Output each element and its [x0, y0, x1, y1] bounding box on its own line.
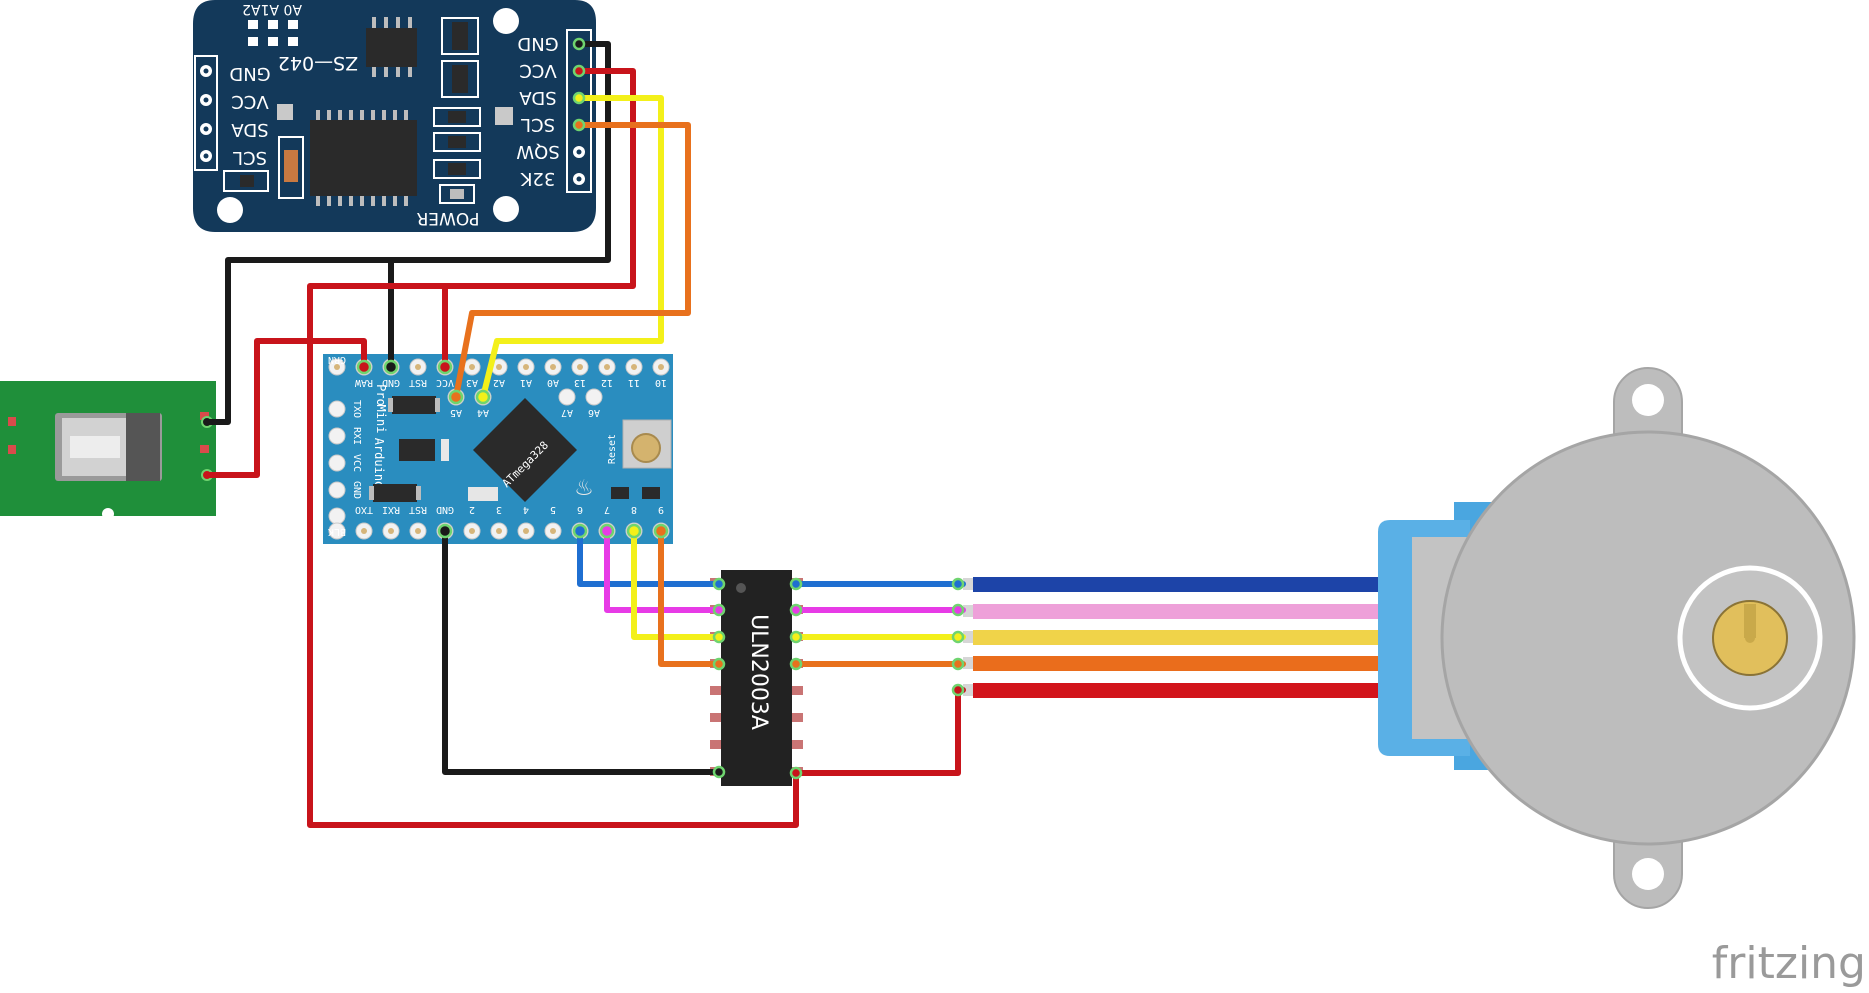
rtc-power-label: POWER	[416, 208, 479, 228]
pin-label-9: 9	[658, 504, 664, 515]
pin-label-gnd-top: GND	[382, 377, 400, 388]
wire-endpoints	[356, 37, 965, 780]
pin-label-rst-top: RST	[409, 377, 427, 388]
sparkfun-flame-icon: ♨	[574, 476, 594, 501]
pin-label-a5: A5	[450, 407, 462, 418]
rtc-left-pin-labels: GND VCC SDA SCL	[229, 63, 270, 168]
pin-label-a4: A4	[477, 407, 489, 418]
rtc-pin-32k: 32K	[519, 168, 555, 189]
rtc-address-label: A0 A1A2	[242, 1, 302, 17]
reset-label: Reset	[607, 434, 618, 464]
pin-label-rxi-left: RXI	[351, 427, 362, 445]
fritzing-watermark: fritzing	[1712, 938, 1866, 989]
usb-connector-icon	[55, 413, 162, 481]
pin-label-10: 10	[655, 377, 667, 388]
rtc-left-pin-vcc: VCC	[231, 91, 268, 112]
pin-label-12: 12	[601, 377, 613, 388]
rtc-module: A0 A1A2 ZS—042 POWER	[193, 0, 596, 232]
pin-label-11: 11	[628, 377, 640, 388]
pin-label-txo-left: TXO	[351, 400, 362, 418]
rtc-right-pin-labels: GND VCC SDA SCL SQW 32K	[516, 33, 560, 189]
rtc-left-pin-gnd: GND	[229, 63, 270, 84]
pin-label-rxi: RXI	[382, 504, 400, 515]
rtc-left-pin-scl: SCL	[233, 147, 267, 168]
pin-label-2: 2	[469, 504, 475, 515]
usb-power-board	[0, 381, 216, 520]
uln2003a-driver: ULN2003A	[710, 570, 803, 786]
pin-label-6: 6	[577, 504, 583, 515]
board-title-mini: Mini	[374, 405, 388, 434]
stepper-motor	[963, 367, 1856, 909]
pin-label-13: 13	[574, 377, 586, 388]
pin-label-rst: RST	[409, 504, 427, 515]
pin-label-gnd: GND	[436, 504, 454, 515]
rtc-model-label: ZS—042	[278, 52, 358, 74]
pro-mini-bottom-pins	[328, 522, 670, 540]
board-title-arduino: Arduino	[372, 438, 386, 489]
rtc-pin-gnd: GND	[517, 33, 558, 54]
board-title-pro: Pro	[374, 384, 388, 406]
pin-label-a1: A1	[520, 377, 532, 388]
pro-mini-top-labels: GRN RAW GND RST VCC A3 A2 A1 A0 13 12 11…	[328, 354, 667, 388]
rtc-pin-sda: SDA	[519, 87, 557, 108]
pin-label-4: 4	[523, 504, 529, 515]
rtc-pin-vcc: VCC	[519, 60, 556, 81]
pin-label-blk: BLK	[328, 526, 346, 537]
pin-label-grn: GRN	[328, 354, 346, 365]
rtc-pin-sqw: SQW	[516, 141, 560, 162]
reset-button[interactable]	[622, 419, 672, 469]
pin-label-raw: RAW	[354, 377, 373, 388]
pin-label-vcc-top: VCC	[436, 377, 454, 388]
pin-label-a2: A2	[493, 377, 505, 388]
pin-label-a3: A3	[466, 377, 478, 388]
pin-label-vcc-left: VCC	[351, 454, 362, 472]
pin-label-txo: TXO	[355, 504, 373, 515]
pin-label-3: 3	[496, 504, 502, 515]
pin-label-7: 7	[604, 504, 610, 515]
pin-label-a7: A7	[561, 407, 573, 418]
wires	[204, 41, 966, 828]
atmega-chip: ATmega328	[473, 398, 577, 502]
rtc-pin-scl: SCL	[521, 114, 555, 135]
rtc-left-pin-sda: SDA	[231, 119, 269, 140]
pin-label-8: 8	[631, 504, 637, 515]
pin-label-a0: A0	[547, 377, 559, 388]
pin-label-a6: A6	[588, 407, 600, 418]
pin-label-5: 5	[550, 504, 556, 515]
arduino-pro-mini: GRN RAW GND RST VCC A3 A2 A1 A0 13 12 11…	[323, 354, 673, 544]
driver-ic-label: ULN2003A	[746, 614, 771, 730]
pro-mini-bottom-labels: BLK TXO RXI RST GND 2 3 4 5 6 7 8 9	[328, 504, 664, 537]
pin-label-gnd-left: GND	[351, 481, 362, 499]
